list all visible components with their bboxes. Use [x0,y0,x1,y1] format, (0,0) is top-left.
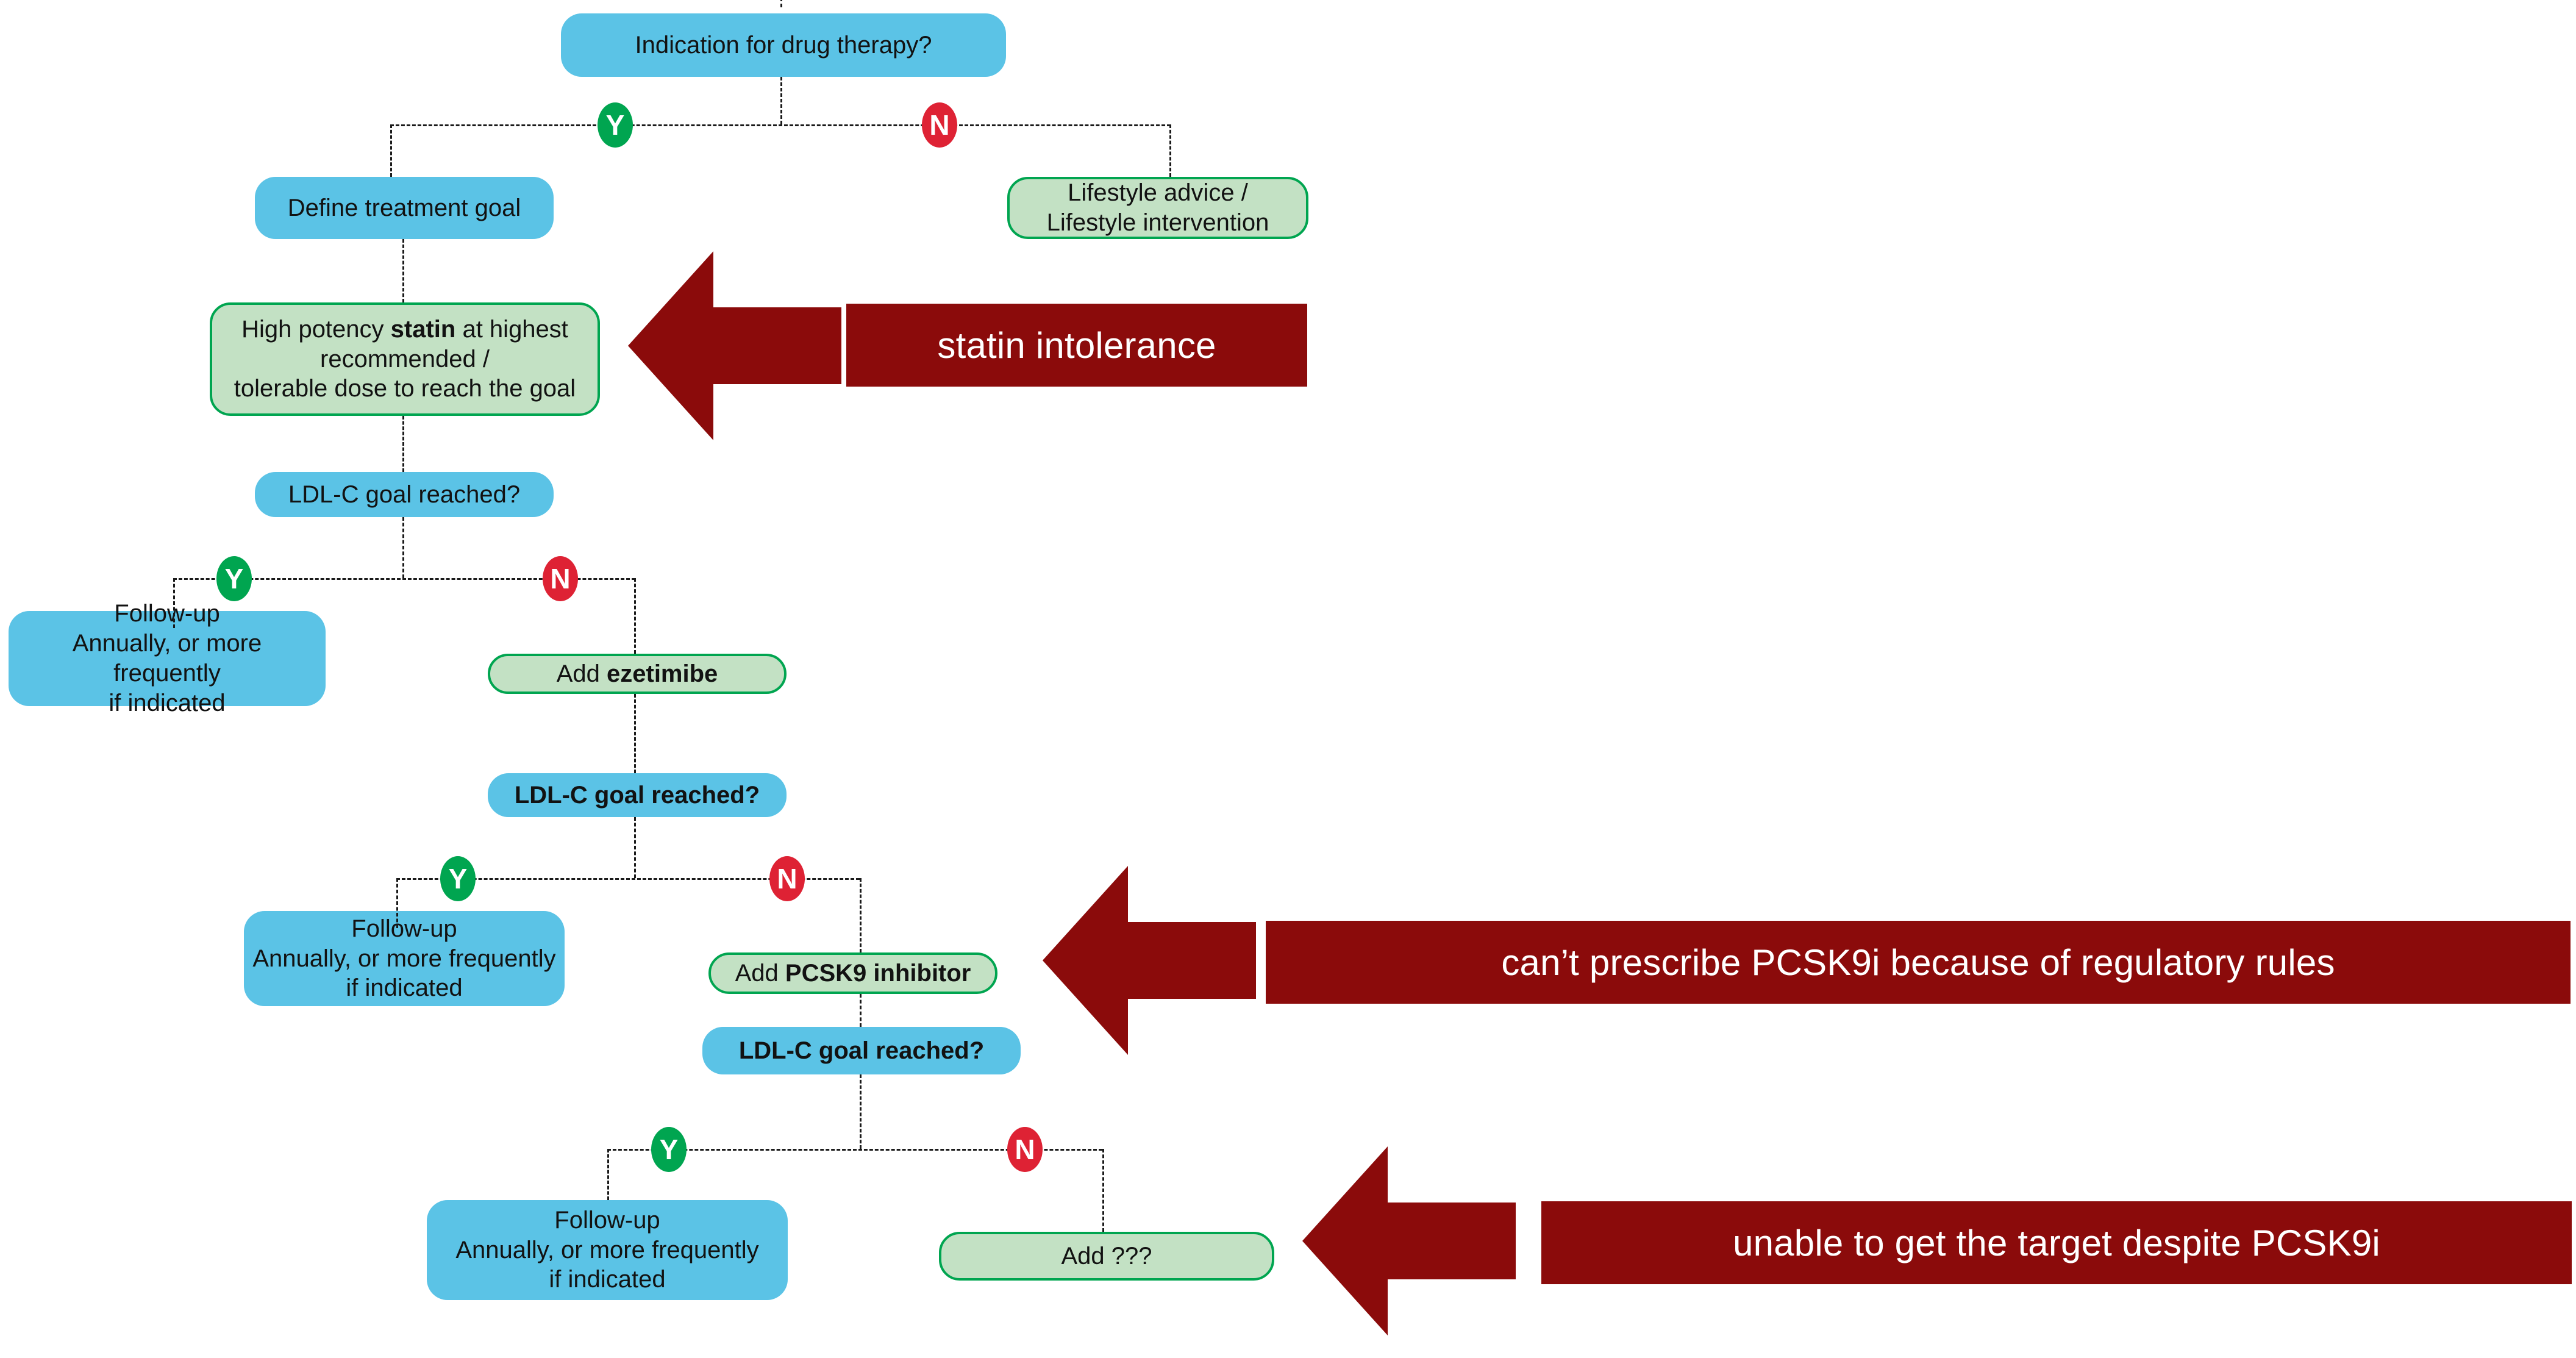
ezetimibe-text-bold: ezetimibe [607,660,718,687]
node-followup-2[interactable]: Follow-up Annually, or more frequently i… [244,911,565,1006]
callout-arrow-unable-target [1302,1146,1516,1335]
node-ldl-check-2[interactable]: LDL-C goal reached? [488,773,787,817]
callout-statin-intolerance: statin intolerance [846,304,1307,387]
node-followup-1[interactable]: Follow-up Annually, or more frequently i… [9,600,326,717]
pcsk9-text-pre: Add [735,959,785,987]
node-ldl-check-1[interactable]: LDL-C goal reached? [255,472,554,517]
connector-ldl3-down [860,1074,862,1149]
node-add-ezetimibe[interactable]: Add ezetimibe [488,654,787,694]
callout-arrow-regulatory-rules [1043,866,1256,1055]
connector-to-lifestyle [1169,124,1171,177]
ezetimibe-text-pre: Add [556,660,607,687]
callout-unable-target: unable to get the target despite PCSK9i [1541,1201,2572,1284]
unknown-text-pre: Add [1061,1242,1111,1270]
connector-to-unknown [1102,1149,1104,1232]
badge-yes-ldl-1[interactable]: Y [216,556,252,601]
node-add-unknown[interactable]: Add ??? [939,1232,1274,1281]
connector-to-followup3 [607,1149,609,1200]
statin-text-bold: statin [390,315,456,343]
node-unknown-text: Add ??? [1061,1242,1152,1271]
node-followup-3[interactable]: Follow-up Annually, or more frequently i… [427,1200,788,1300]
pcsk9-text-bold: PCSK9 inhibitor [785,959,971,987]
connector-branch-4 [607,1149,1102,1151]
connector-define-statin [402,239,404,302]
badge-yes-ldl-3[interactable]: Y [651,1127,687,1172]
callout-regulatory-rules: can’t prescribe PCSK9i because of regula… [1266,921,2571,1004]
connector-branch-2 [173,578,635,580]
node-ezetimibe-text: Add ezetimibe [557,659,718,689]
connector-to-define [390,124,392,177]
unknown-text-post: ??? [1111,1242,1152,1270]
connector-branch-1 [390,124,1171,126]
badge-no-indication[interactable]: N [922,102,957,148]
connector-to-pcsk9 [860,878,862,952]
node-ldl-check-3[interactable]: LDL-C goal reached? [702,1027,1021,1074]
node-pcsk9-text: Add PCSK9 inhibitor [735,959,971,988]
connector-statin-ldl1 [402,416,404,472]
badge-no-ldl-1[interactable]: N [543,556,578,601]
connector-pcsk9-ldl3 [860,994,862,1027]
connector-to-followup2 [396,878,398,928]
connector-ezetimibe-ldl2 [634,694,636,773]
connector-ldl1-down [402,517,404,578]
node-lifestyle[interactable]: Lifestyle advice / Lifestyle interventio… [1007,177,1308,239]
connector-indication-down [780,77,782,124]
connector-ldl2-down [634,817,636,878]
statin-text-pre: High potency [241,315,391,343]
badge-yes-indication[interactable]: Y [598,102,633,148]
connector-to-ezetimibe [634,578,636,654]
node-high-potency-statin[interactable]: High potency statin at highest recommend… [210,302,600,416]
node-statin-text: High potency statin at highest recommend… [234,315,576,404]
connector-branch-3 [396,878,860,880]
badge-yes-ldl-2[interactable]: Y [440,856,476,901]
node-indication[interactable]: Indication for drug therapy? [561,13,1006,77]
node-add-pcsk9-inhibitor[interactable]: Add PCSK9 inhibitor [708,952,997,994]
connector-to-followup1 [173,578,175,628]
statin-text-post: at highest recommended / tolerable dose … [234,315,576,402]
badge-no-ldl-2[interactable]: N [769,856,805,901]
node-define-treatment-goal[interactable]: Define treatment goal [255,177,554,239]
connector-top-stub [780,0,782,7]
callout-arrow-statin-intolerance [628,251,841,440]
badge-no-ldl-3[interactable]: N [1007,1127,1043,1172]
